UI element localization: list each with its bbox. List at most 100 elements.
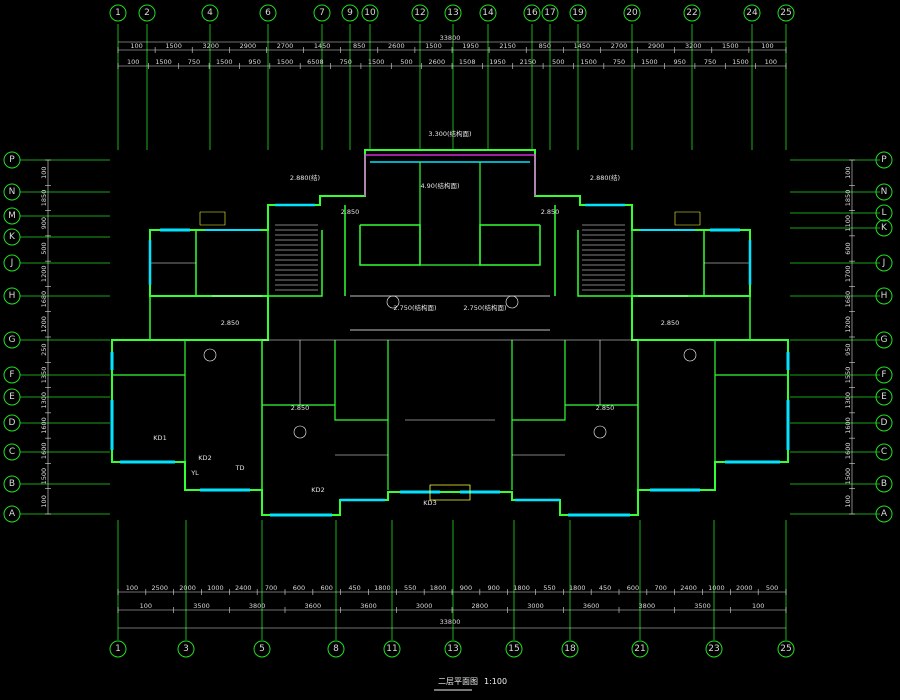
axis-bubble-right-circle: [875, 443, 893, 461]
axis-bubble-left: B: [9, 479, 15, 489]
dim-left-text: 250: [40, 343, 48, 355]
axis-bubble-top: 22: [686, 8, 697, 18]
dim-bottom-row2-text: 3500: [694, 602, 711, 610]
dim-bottom-row1-text: 900: [460, 584, 472, 592]
dim-top-row2-text: 750: [613, 58, 625, 66]
axis-bubble-left: G: [9, 335, 16, 345]
axis-bubble-left-circle: [3, 287, 21, 305]
dim-right-text: 1100: [844, 215, 852, 232]
axis-bubble-right: D: [881, 418, 888, 428]
axis-bubble-right: C: [881, 447, 887, 457]
axis-bubble-top-circle: [569, 4, 587, 22]
axis-bubble-top: 20: [626, 8, 638, 18]
axis-bubble-top-circle: [313, 4, 331, 22]
room-label: 4.90(结构面): [420, 181, 459, 190]
room-label: 3.300(结构面): [428, 129, 471, 138]
axis-bubble-top: 2: [144, 8, 150, 18]
dim-bottom-row1-text: 600: [293, 584, 305, 592]
room-label: 2.880(结): [590, 173, 620, 182]
axis-bubble-left: E: [9, 392, 15, 402]
axis-bubble-top: 24: [746, 8, 758, 18]
dim-bottom-row1-text: 2000: [179, 584, 196, 592]
dim-top-row2-text: 950: [674, 58, 686, 66]
dim-top-row2-text: 2600: [429, 58, 446, 66]
building-outline: [110, 149, 790, 517]
dim-left-text: 100: [40, 495, 48, 507]
axis-bubble-left: A: [9, 509, 16, 519]
dim-bottom-row2-text: 3000: [416, 602, 433, 610]
dim-left-text: 1350: [40, 367, 48, 384]
axis-bubble-top-circle: [138, 4, 156, 22]
dim-right-text: 1200: [844, 316, 852, 333]
axis-bubble-bottom-circle: [177, 640, 195, 658]
room-label: KD2: [311, 486, 324, 494]
room-label: 2.850: [541, 208, 560, 216]
axis-bubble-left-circle: [3, 183, 21, 201]
dim-top-row1-text: 100: [130, 42, 142, 50]
axis-bubble-top: 10: [364, 8, 376, 18]
dim-bottom-row1-text: 450: [599, 584, 611, 592]
axis-bubble-top: 13: [447, 8, 458, 18]
axis-bubble-right-circle: [875, 183, 893, 201]
dim-top-row2-text: 1500: [580, 58, 597, 66]
axis-bubble-right-circle: [875, 254, 893, 272]
dim-bottom-row2-text: 3500: [193, 602, 210, 610]
dim-right-text: 1500: [844, 468, 852, 485]
lobby-wall: [419, 162, 481, 266]
marker-circle: [505, 295, 519, 309]
axis-bubble-left: F: [9, 370, 14, 380]
room-label: 2.850: [291, 404, 310, 412]
dim-top-row1-text: 2700: [277, 42, 294, 50]
dim-top-row1-text: 2700: [611, 42, 628, 50]
axis-bubble-top: 1: [115, 8, 121, 18]
dim-top-row1-text: 3200: [203, 42, 220, 50]
dim-bottom-row1-text: 2500: [151, 584, 168, 592]
stair-wall: [577, 230, 633, 297]
room-label: 2.850: [596, 404, 615, 412]
room-label: 2.750(结构面): [463, 303, 506, 312]
dim-left-text: 500: [40, 242, 48, 254]
axis-bubble-bottom: 21: [634, 644, 645, 654]
dim-top-row2-text: 1500: [277, 58, 294, 66]
dim-bottom-row1-text: 1800: [569, 584, 586, 592]
dim-top-row2-text: 1500: [641, 58, 658, 66]
axis-bubble-right-circle: [875, 204, 893, 222]
dim-top-row1-text: 1950: [462, 42, 479, 50]
axis-bubble-left: H: [9, 291, 16, 301]
axis-bubble-bottom-circle: [109, 640, 127, 658]
axis-bubble-left-circle: [3, 366, 21, 384]
equipment-box: [429, 484, 471, 501]
axis-bubble-left: D: [9, 418, 16, 428]
dim-bottom-row2-text: 3000: [527, 602, 544, 610]
axis-bubble-top: 9: [347, 8, 353, 18]
dim-top-row2-text: 950: [248, 58, 260, 66]
dim-bottom-row1-text: 450: [348, 584, 360, 592]
dim-top-row1-text: 3200: [685, 42, 702, 50]
axis-bubble-bottom: 1: [115, 644, 121, 654]
axis-bubble-right: L: [881, 208, 886, 218]
dim-bottom-row2-text: 3800: [249, 602, 266, 610]
axis-bubble-left-circle: [3, 207, 21, 225]
axis-bubble-bottom: 18: [564, 644, 576, 654]
interior-wall: [334, 340, 389, 490]
axis-bubble-bottom-circle: [444, 640, 462, 658]
axis-bubble-right-circle: [875, 388, 893, 406]
axis-bubble-top: 25: [780, 8, 791, 18]
axis-bubble-right-circle: [875, 366, 893, 384]
axis-bubble-right: A: [881, 509, 888, 519]
dim-left-text: 900: [40, 217, 48, 229]
axis-bubble-top: 4: [207, 8, 213, 18]
dim-left-text: 1600: [40, 417, 48, 434]
overall-width-top: 33800: [440, 34, 461, 42]
dim-top-row1-text: 1450: [574, 42, 591, 50]
dim-left-text: 1300: [40, 392, 48, 409]
axis-bubble-top-circle: [444, 4, 462, 22]
axis-bubble-top-circle: [259, 4, 277, 22]
dim-bottom-row1-text: 1800: [430, 584, 447, 592]
axis-bubble-top: 14: [482, 8, 494, 18]
dim-right-text: 600: [844, 242, 852, 254]
dim-bottom-row1-text: 700: [655, 584, 667, 592]
dim-bottom-row1-text: 1800: [513, 584, 530, 592]
elevator-wall: [359, 224, 421, 266]
